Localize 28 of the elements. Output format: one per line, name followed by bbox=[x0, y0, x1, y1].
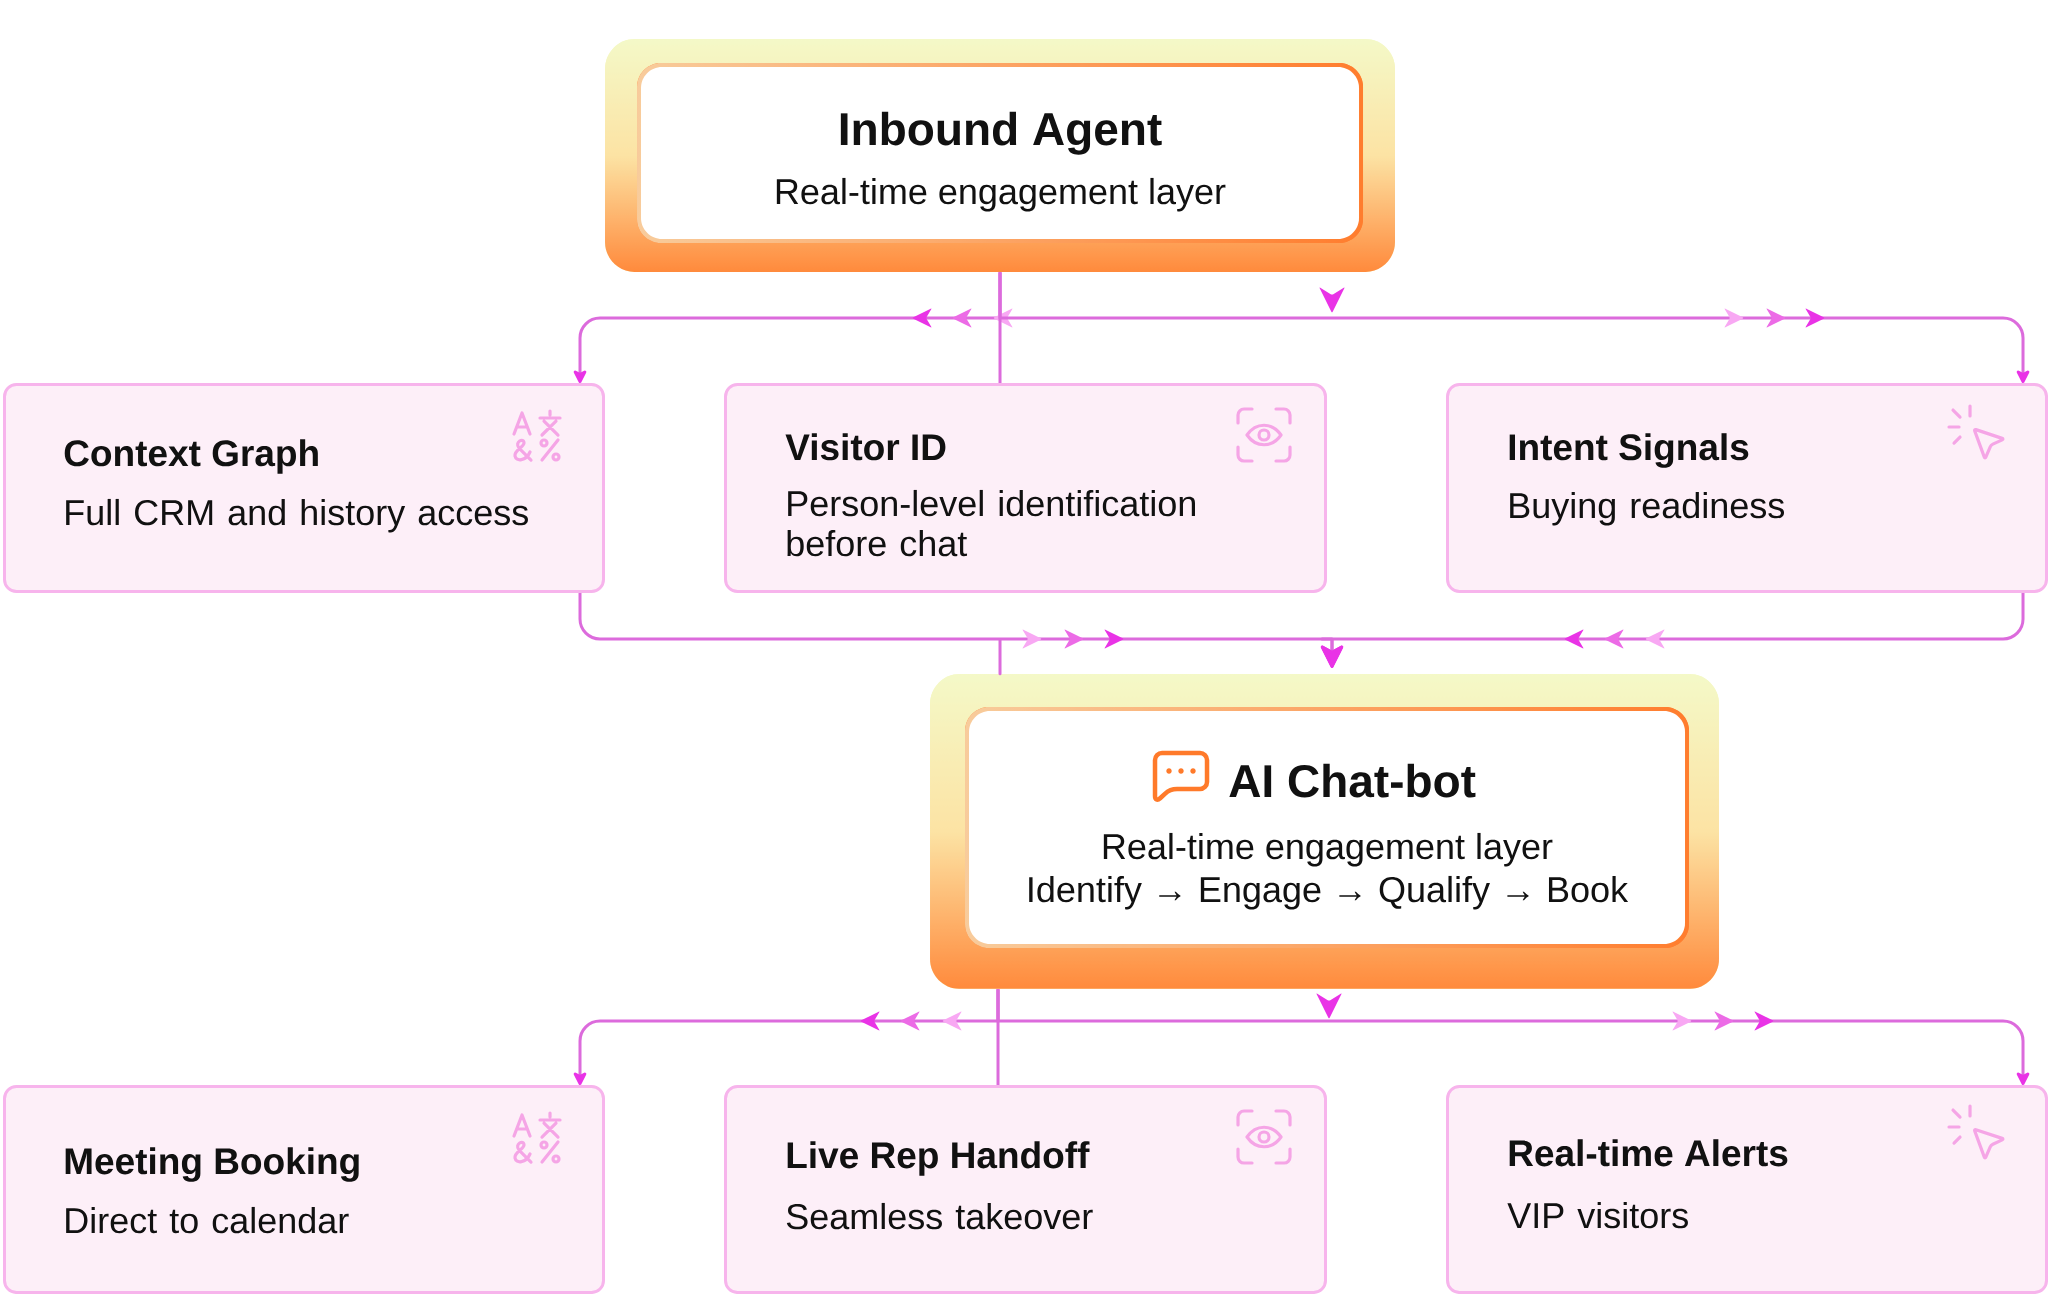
card-text: Seamless takeover bbox=[786, 1202, 1093, 1230]
highlight-box bbox=[605, 39, 1395, 272]
card-title: Visitor ID bbox=[785, 433, 946, 461]
arrow bbox=[996, 989, 2030, 1085]
feature-card bbox=[3, 1085, 605, 1294]
arrow bbox=[998, 272, 2030, 383]
box-subtitle: Real-time engagement layer bbox=[1103, 832, 1553, 867]
card-title: Real-time Alerts bbox=[1509, 1139, 1788, 1167]
feature-card bbox=[1446, 1085, 2048, 1294]
feature-card bbox=[3, 383, 605, 593]
highlight-box bbox=[930, 674, 1719, 989]
feature-card bbox=[1446, 383, 2048, 593]
card-text: Direct to calendar bbox=[66, 1206, 349, 1234]
box-subtitle: Identify → Engage → Qualify → Book bbox=[1029, 875, 1629, 910]
card-title: Intent Signals bbox=[1509, 433, 1749, 468]
arrow bbox=[1320, 593, 2025, 668]
card-title: Live Rep Handoff bbox=[787, 1141, 1090, 1176]
box-title: Inbound Agent bbox=[840, 111, 1162, 155]
card-title: Context Graph bbox=[64, 439, 318, 474]
box-title: AI Chat-bot bbox=[1229, 763, 1476, 798]
feature-card bbox=[724, 1085, 1327, 1294]
card-text: Full CRM and history access bbox=[66, 498, 528, 533]
box-subtitle: Real-time engagement layer bbox=[776, 177, 1226, 212]
card-text: Person-level identification before chat bbox=[787, 489, 1195, 557]
card-text: Buying readiness bbox=[1510, 491, 1784, 526]
feature-card bbox=[724, 383, 1327, 593]
card-text: VIP visitors bbox=[1507, 1201, 1688, 1229]
card-title: Meeting Booking bbox=[65, 1147, 359, 1182]
